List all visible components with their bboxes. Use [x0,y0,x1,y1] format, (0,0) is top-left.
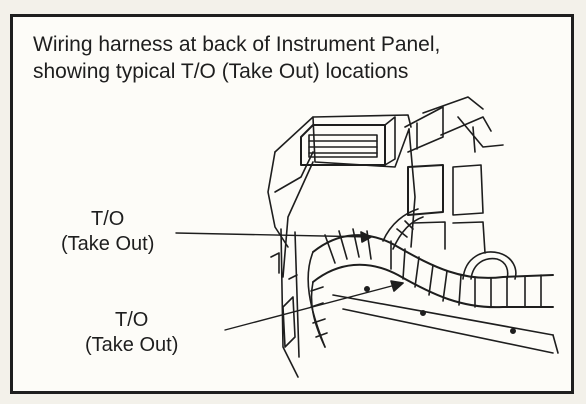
callout-lower: T/O (Take Out) [85,308,178,358]
take-out-branch-upper [382,208,424,250]
callout-upper: T/O (Take Out) [61,207,154,257]
callout-upper-code: T/O [91,208,125,230]
gauge-openings [407,164,486,254]
caption-line-1: Wiring harness at back of Instrument Pan… [33,33,441,56]
side-support [270,252,298,348]
callout-lower-code: T/O [115,309,149,331]
callout-lower-label: (Take Out) [85,334,179,356]
mounting-rail [332,285,559,354]
wiring-harness-bundle [307,228,554,348]
figure-caption: Wiring harness at back of Instrument Pan… [33,31,568,85]
caption-line-2: showing typical T/O (Take Out) locations [33,60,409,83]
callout-upper-label: (Take Out) [61,233,155,255]
figure-frame: Wiring harness at back of Instrument Pan… [10,14,574,394]
panel-shell [267,114,416,378]
vent-duct [300,116,396,166]
take-out-branch-lower [462,251,517,280]
upper-bracket [404,96,504,153]
wiring-harness-illustration [175,96,559,378]
